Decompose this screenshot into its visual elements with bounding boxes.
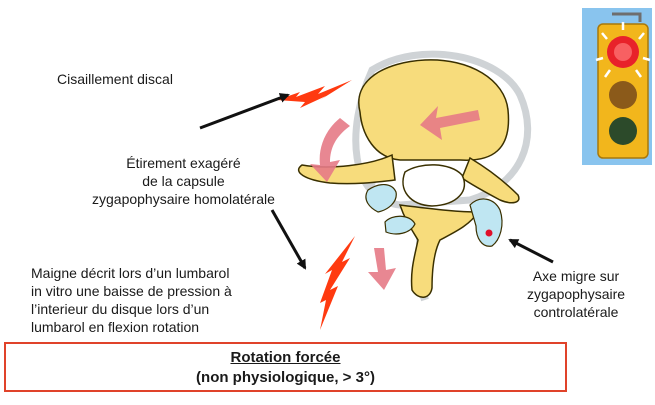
traffic-light-icon (582, 8, 652, 165)
right-transverse-process (461, 156, 520, 204)
label-maigne-note: Maigne décrit lors d’un lumbarol in vitr… (31, 265, 232, 335)
right-facet-cartilage (469, 198, 503, 247)
axis-point (485, 229, 493, 237)
label-shear: Cisaillement discal (57, 71, 173, 87)
left-transverse-process (297, 153, 396, 185)
left-facet-cartilage (365, 184, 397, 213)
left-lower-facet (384, 215, 416, 235)
rotation-arrow-spinous (368, 248, 396, 290)
label-capsule-stretch: Étirement exagéré de la capsule zygapoph… (92, 155, 275, 207)
lightning-bolt-icon (277, 80, 352, 108)
callout-subtitle: (non physiologique, > 3°) (196, 369, 375, 386)
vertebral-body (358, 59, 510, 161)
rotation-arrow-body (420, 106, 480, 140)
callout-box: Rotation forcée (non physiologique, > 3°… (4, 342, 567, 392)
vertebral-canal (402, 164, 466, 207)
pointer-arrow-shear (199, 93, 290, 130)
rotation-arrow-left (310, 118, 350, 182)
spinous-process (398, 204, 480, 298)
lightning-bolt-icon (320, 236, 355, 330)
callout-title: Rotation forcée (230, 349, 341, 366)
label-axis-migration: Axe migre sur zygapophysaire controlatér… (527, 268, 626, 320)
pointer-arrow-capsule (270, 209, 307, 270)
pointer-arrow-axis (508, 238, 554, 264)
